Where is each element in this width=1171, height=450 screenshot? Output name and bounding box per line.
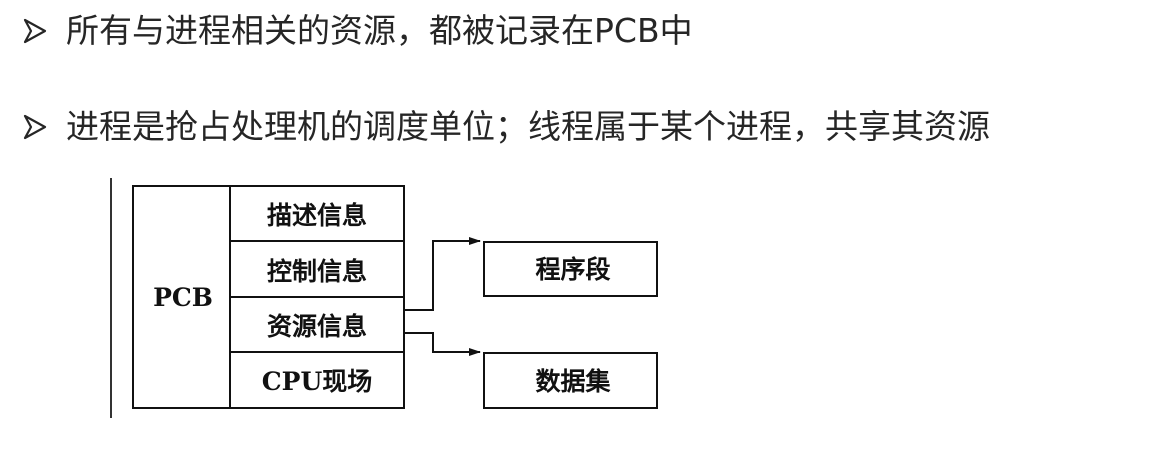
arrow-bullet-icon xyxy=(23,18,47,44)
field-label-describe: 描述信息 xyxy=(267,201,367,230)
bullet-text-1: 所有与进程相关的资源，都被记录在PCB中 xyxy=(66,11,693,50)
program-segment-box xyxy=(483,241,658,297)
field-label-cpu: CPU现场 xyxy=(262,367,373,396)
data-set-box xyxy=(483,352,658,409)
data-set-label: 数据集 xyxy=(535,367,611,396)
field-label-control: 控制信息 xyxy=(267,257,367,286)
arrow-bullet-icon xyxy=(23,114,47,140)
connector-to-program xyxy=(404,237,481,311)
bullet-item-1: 所有与进程相关的资源，都被记录在PCB中 xyxy=(22,8,693,54)
bullet-item-2: 进程是抢占处理机的调度单位；线程属于某个进程，共享其资源 xyxy=(22,104,990,150)
program-segment-label: 程序段 xyxy=(535,255,610,284)
connector-to-data xyxy=(404,332,481,356)
bullet-text-2: 进程是抢占处理机的调度单位；线程属于某个进程，共享其资源 xyxy=(66,107,990,146)
pcb-label: PCB xyxy=(153,283,213,312)
field-label-resource: 资源信息 xyxy=(267,312,367,341)
